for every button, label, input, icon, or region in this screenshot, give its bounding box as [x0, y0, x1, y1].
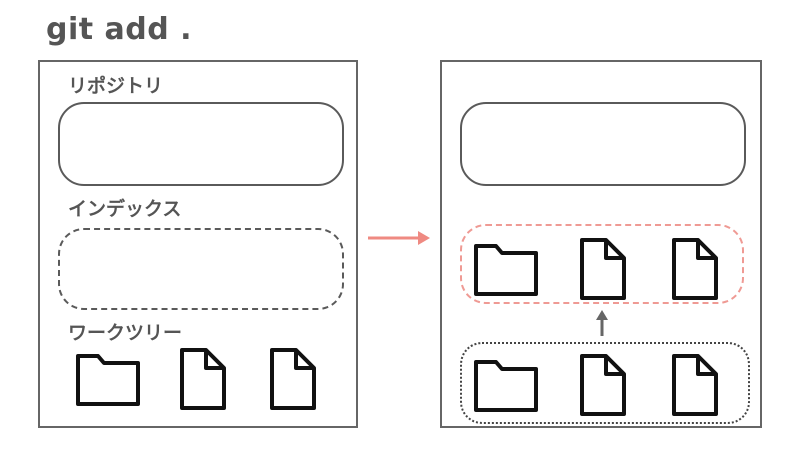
index-label: インデックス: [68, 198, 182, 220]
file-icon: [180, 348, 226, 410]
folder-icon: [76, 354, 140, 406]
worktree-label: ワークツリー: [68, 322, 183, 344]
index-area-staged: [460, 224, 744, 304]
file-icon: [580, 238, 626, 300]
repository-area: [58, 102, 344, 186]
file-icon: [580, 354, 626, 416]
add-arrow-icon: [596, 310, 608, 336]
file-icon: [672, 354, 718, 416]
repository-label: リポジトリ: [68, 75, 164, 97]
folder-icon: [474, 244, 538, 296]
before-panel: リポジトリ インデックス ワークツリー: [38, 60, 358, 428]
worktree-area: [460, 342, 750, 424]
file-icon: [672, 238, 718, 300]
folder-icon: [474, 360, 538, 412]
diagram-title: git add .: [46, 12, 193, 47]
transition-arrow-icon: [368, 231, 430, 245]
repository-area: [460, 102, 746, 186]
index-area: [58, 228, 344, 310]
file-icon: [270, 348, 316, 410]
after-panel: [440, 60, 762, 428]
